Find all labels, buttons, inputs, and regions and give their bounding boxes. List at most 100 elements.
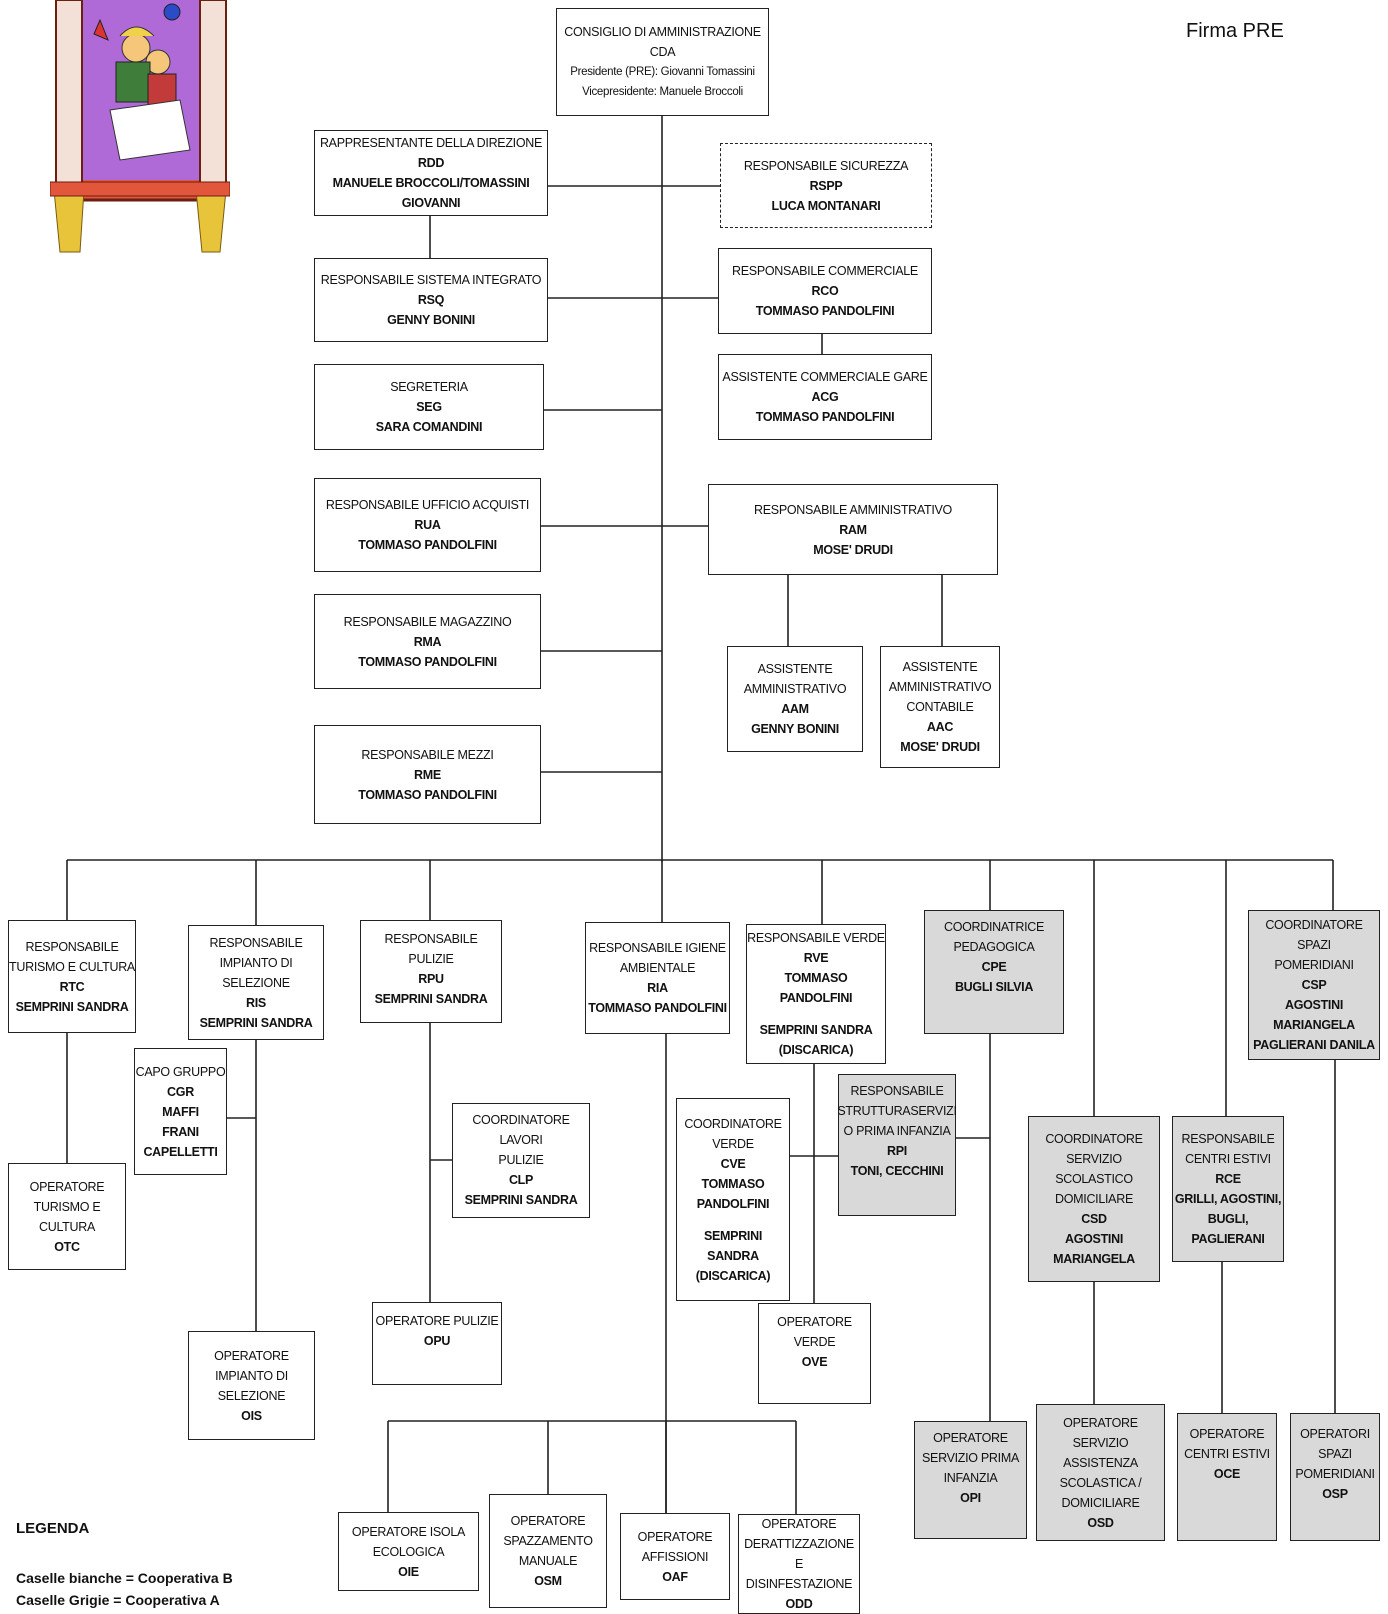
cpe-role1: COORDINATRICE <box>943 920 1045 934</box>
box-ria: RESPONSABILE IGIENE AMBIENTALE RIA TOMMA… <box>585 922 730 1034</box>
cpe-role2: PEDAGOGICA <box>953 940 1035 954</box>
box-rpi: RESPONSABILE STRUTTURASERVIZI O PRIMA IN… <box>837 1074 957 1216</box>
rsq-code: RSQ <box>417 293 445 307</box>
ois-role1: OPERATORE <box>214 1348 289 1363</box>
osd-role3: SCOLASTICA / <box>1059 1476 1142 1490</box>
osm-role1: OPERATORE <box>510 1514 586 1528</box>
box-osp: OPERATORI SPAZI POMERIDIANI OSP <box>1290 1413 1380 1541</box>
cpe-code: CPE <box>981 960 1007 974</box>
aam-name: GENNY BONINI <box>751 722 839 736</box>
ria-role2: AMBIENTALE <box>619 961 696 975</box>
csd-code: CSD <box>1081 1212 1107 1226</box>
oie-code: OIE <box>398 1564 419 1579</box>
seg-role: SEGRETERIA <box>390 380 468 394</box>
cgr-code: CGR <box>167 1084 194 1099</box>
acg-name: TOMMASO PANDOLFINI <box>755 410 895 424</box>
osd-role2: ASSISTENZA <box>1063 1456 1138 1470</box>
ris-role1: RESPONSABILE <box>209 935 303 950</box>
cve-name3: SEMPRINI SANDRA <box>703 1228 763 1263</box>
cgr-name3: CAPELLETTI <box>143 1144 218 1159</box>
opu-role: OPERATORE PULIZIE <box>375 1314 499 1328</box>
cda-line3: Presidente (PRE): Giovanni Tomassini <box>570 66 755 78</box>
ram-name: MOSE' DRUDI <box>813 542 893 557</box>
csd-role2: SERVIZIO SCOLASTICO <box>1055 1152 1133 1186</box>
clp-role1: COORDINATORE LAVORI <box>472 1113 570 1147</box>
rspp-code: RSPP <box>809 178 843 193</box>
rce-role2: centri estivi <box>1185 1152 1271 1166</box>
seg-name: SARA COMANDINI <box>375 420 483 434</box>
rve-code: RVE <box>803 951 829 965</box>
box-rua: RESPONSABILE UFFICIO ACQUISTI RUA TOMMAS… <box>314 478 541 572</box>
otc-role1: OPERATORE <box>29 1179 105 1194</box>
box-opu: OPERATORE PULIZIE OPU <box>372 1302 502 1385</box>
opi-code: OPI <box>960 1491 981 1505</box>
rspp-role: RESPONSABILE SICUREZZA <box>743 158 909 173</box>
box-rve: RESPONSABILE VERDE RVE TOMMASO PANDOLFIN… <box>746 924 886 1064</box>
opi-role1: OPERATORE <box>933 1431 1008 1445</box>
legend-line-grey: Caselle Grigie = Cooperativa A <box>16 1592 220 1608</box>
rco-code: RCO <box>811 284 839 298</box>
ris-code: RIS <box>246 995 266 1010</box>
box-otc: OPERATORE TURISMO E CULTURA OTC <box>8 1163 126 1270</box>
rpi-name: TONI, CECCHINI <box>850 1164 944 1178</box>
box-rme: RESPONSABILE MEZZI RME TOMMASO PANDOLFIN… <box>314 725 541 824</box>
odd-code: ODD <box>785 1597 813 1611</box>
ria-name: TOMMASO PANDOLFINI <box>588 1001 727 1015</box>
clp-role2: PULIZIE <box>498 1153 544 1167</box>
opu-code: OPU <box>423 1334 451 1348</box>
box-osd: OPERATORE SERVIZIO ASSISTENZA SCOLASTICA… <box>1036 1404 1165 1541</box>
oaf-code: OAF <box>662 1569 688 1584</box>
rco-role: RESPONSABILE COMMERCIALE <box>732 264 918 278</box>
ois-role3: SELEZIONE <box>217 1388 286 1403</box>
rspp-name: LUCA MONTANARI <box>771 198 881 213</box>
cda-line4: Vicepresidente: Manuele Broccoli <box>582 86 743 98</box>
cve-name1: TOMMASO <box>701 1176 765 1191</box>
box-rco: RESPONSABILE COMMERCIALE RCO TOMMASO PAN… <box>718 248 932 334</box>
box-rdd: RAPPRESENTANTE DELLA DIREZIONE RDD MANUE… <box>314 130 548 216</box>
csp-code: CSP <box>1301 978 1327 992</box>
aac-role3: CONTABILE <box>906 700 974 714</box>
rpi-role1: RESPONSABILE <box>850 1084 944 1098</box>
oce-role2: CENTRI ESTIVI <box>1184 1447 1270 1461</box>
csp-role2: POMERIDIANI <box>1274 958 1354 972</box>
cgr-name1: MAFFI <box>162 1104 199 1119</box>
box-rpu: RESPONSABILE PULIZIE RPU SEMPRINI SANDRA <box>360 920 502 1023</box>
csd-name2: MARIANGELA <box>1053 1252 1135 1266</box>
clp-name: SEMPRINI SANDRA <box>464 1193 578 1207</box>
box-rsq: RESPONSABILE SISTEMA INTEGRATO RSQ GENNY… <box>314 258 548 342</box>
box-aac: ASSISTENTE AMMINISTRATIVO CONTABILE AAC … <box>880 646 1000 768</box>
osp-role3: POMERIDIANI <box>1295 1467 1375 1481</box>
box-odd: OPERATORE DERATTIZZAZIONE E DISINFESTAZI… <box>738 1514 860 1614</box>
cve-role1: COORDINATORE <box>684 1116 782 1131</box>
acg-code: ACG <box>811 390 839 404</box>
osp-role1: OPERATORI <box>1300 1427 1370 1441</box>
rco-name: TOMMASO PANDOLFINI <box>755 304 895 318</box>
box-rce: Responsabile centri estivi RCE GRILLI, A… <box>1172 1116 1284 1262</box>
ove-code: OVE <box>801 1355 828 1369</box>
cve-role2: VERDE <box>712 1136 754 1151</box>
aam-code: AAM <box>781 702 809 716</box>
ove-role1: OPERATORE <box>777 1315 852 1329</box>
aac-role2: AMMINISTRATIVO <box>888 680 992 694</box>
otc-role2: TURISMO E <box>33 1199 101 1214</box>
ram-role: RESPONSABILE AMMINISTRATIVO <box>754 502 952 517</box>
csd-role1: COORDINATORE <box>1045 1132 1143 1146</box>
box-ram: RESPONSABILE AMMINISTRATIVO RAM MOSE' DR… <box>708 484 998 575</box>
csd-name1: AGOSTINI <box>1064 1232 1124 1246</box>
box-osm: OPERATORE SPAZZAMENTO MANUALE OSM <box>489 1494 607 1608</box>
acg-role: ASSISTENTE COMMERCIALE GARE <box>722 370 928 384</box>
aam-role1: ASSISTENTE <box>757 662 833 676</box>
box-rtc: RESPONSABILE TURISMO E CULTURA RTC SEMPR… <box>8 920 136 1033</box>
rma-name: TOMMASO PANDOLFINI <box>358 654 497 669</box>
ois-code: OIS <box>241 1408 262 1423</box>
box-ris: RESPONSABILE IMPIANTO DI SELEZIONE RIS S… <box>188 925 324 1040</box>
oie-role1: OPERATORE ISOLA <box>351 1524 466 1539</box>
osm-role3: MANUALE <box>518 1554 578 1568</box>
rua-role: RESPONSABILE UFFICIO ACQUISTI <box>325 498 530 512</box>
osm-code: OSM <box>534 1574 562 1588</box>
cda-line1: CONSIGLIO DI AMMINISTRAZIONE <box>564 25 761 39</box>
osp-code: OSP <box>1322 1487 1348 1501</box>
cpe-name: BUGLI SILVIA <box>954 980 1034 994</box>
rua-name: TOMMASO PANDOLFINI <box>358 538 497 552</box>
